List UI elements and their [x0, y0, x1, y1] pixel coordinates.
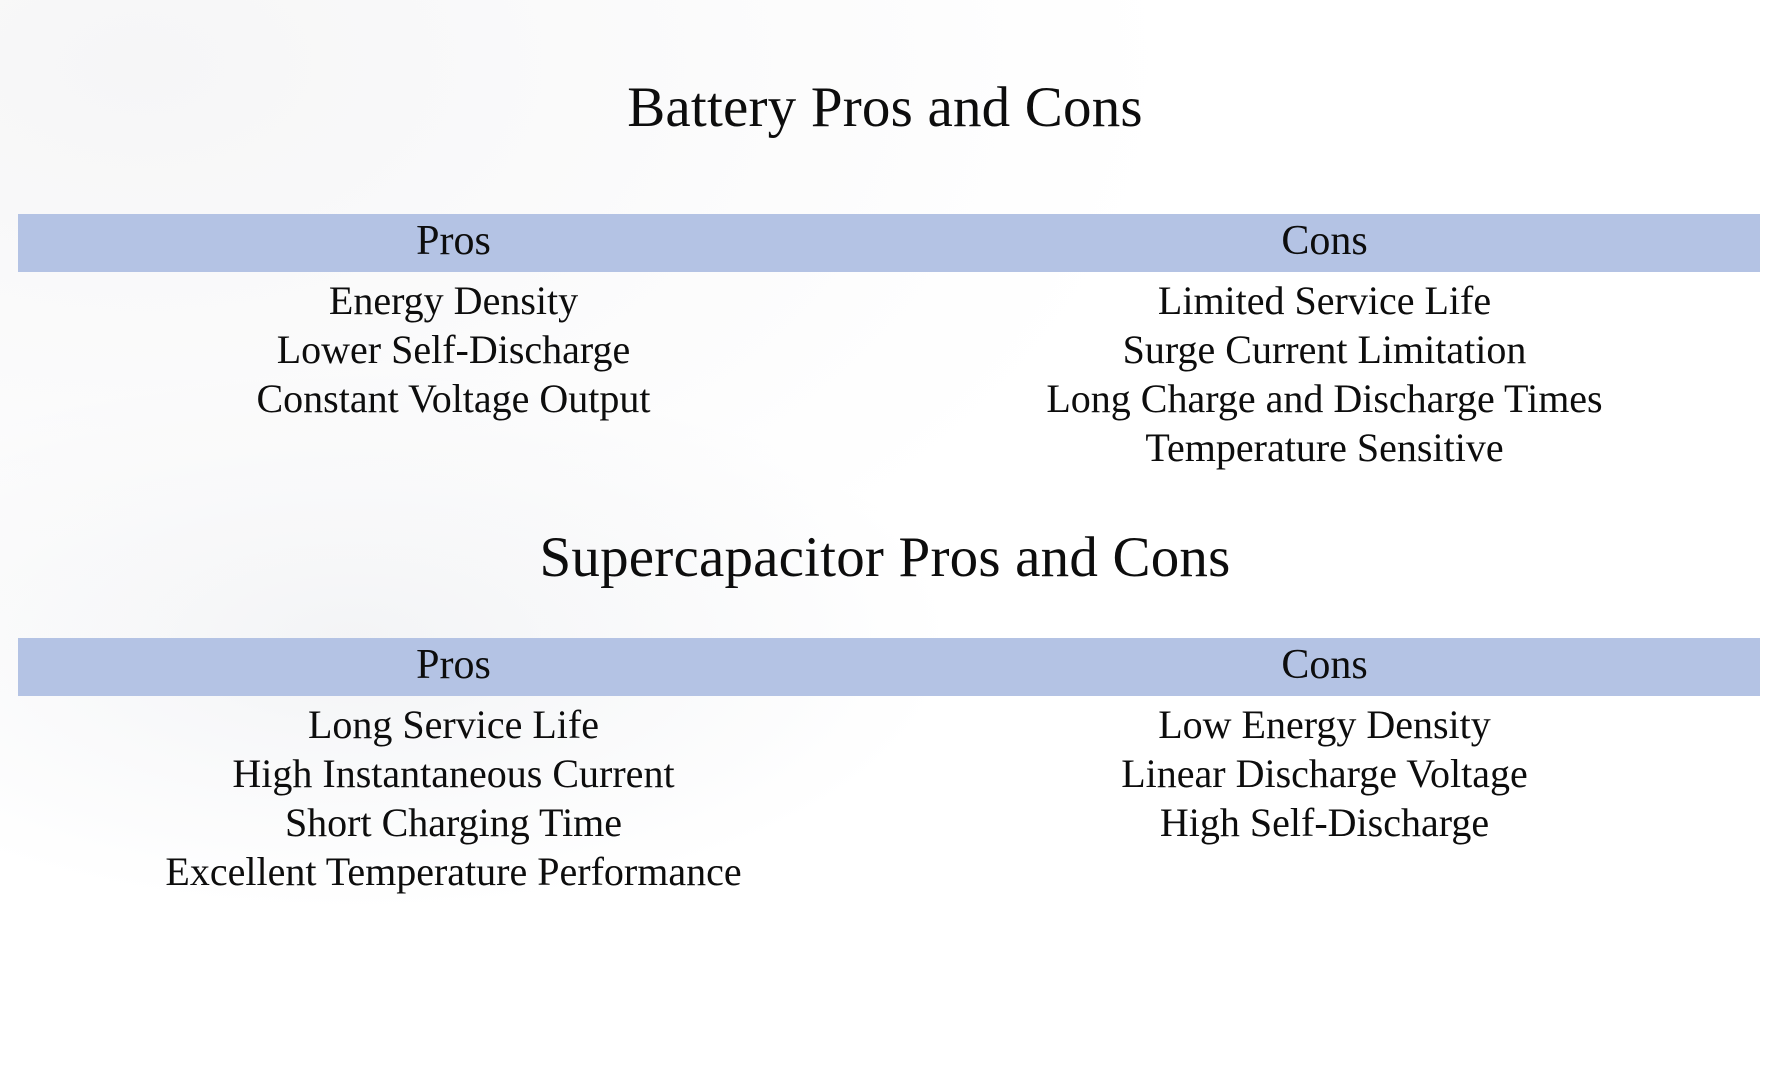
list-item: Linear Discharge Voltage	[1121, 751, 1528, 796]
battery-pros-column: Energy Density Lower Self-Discharge Cons…	[18, 276, 889, 472]
list-item: Excellent Temperature Performance	[165, 849, 742, 894]
supercapacitor-pros-column: Long Service Life High Instantaneous Cur…	[18, 700, 889, 896]
supercapacitor-cons-list: Low Energy Density Linear Discharge Volt…	[889, 700, 1760, 847]
battery-cons-header: Cons	[1281, 218, 1368, 264]
battery-pros-list: Energy Density Lower Self-Discharge Cons…	[18, 276, 889, 423]
list-item: Long Service Life	[308, 702, 599, 747]
supercapacitor-pros-header: Pros	[416, 642, 491, 688]
battery-header-bar: Pros Cons	[18, 214, 1760, 272]
supercapacitor-cons-header: Cons	[1281, 642, 1368, 688]
list-item: Long Charge and Discharge Times	[1046, 376, 1603, 421]
list-item: Surge Current Limitation	[1122, 327, 1527, 372]
list-item: Lower Self-Discharge	[276, 327, 631, 372]
supercapacitor-columns: Long Service Life High Instantaneous Cur…	[18, 700, 1760, 896]
list-item: Energy Density	[328, 278, 579, 323]
list-item: Temperature Sensitive	[1145, 425, 1504, 470]
battery-cons-column: Limited Service Life Surge Current Limit…	[889, 276, 1760, 472]
battery-pros-header: Pros	[416, 218, 491, 264]
battery-cons-list: Limited Service Life Surge Current Limit…	[889, 276, 1760, 472]
supercapacitor-header-bar: Pros Cons	[18, 638, 1760, 696]
list-item: Short Charging Time	[284, 800, 623, 845]
list-item: Low Energy Density	[1158, 702, 1491, 747]
supercapacitor-section-title: Supercapacitor Pros and Cons	[539, 526, 1231, 589]
list-item: Constant Voltage Output	[256, 376, 651, 421]
battery-section-title: Battery Pros and Cons	[627, 76, 1143, 139]
supercapacitor-pros-list: Long Service Life High Instantaneous Cur…	[18, 700, 889, 896]
list-item: High Self-Discharge	[1159, 800, 1490, 845]
list-item: Limited Service Life	[1157, 278, 1492, 323]
list-item: High Instantaneous Current	[232, 751, 675, 796]
battery-columns: Energy Density Lower Self-Discharge Cons…	[18, 276, 1760, 472]
supercapacitor-cons-column: Low Energy Density Linear Discharge Volt…	[889, 700, 1760, 896]
